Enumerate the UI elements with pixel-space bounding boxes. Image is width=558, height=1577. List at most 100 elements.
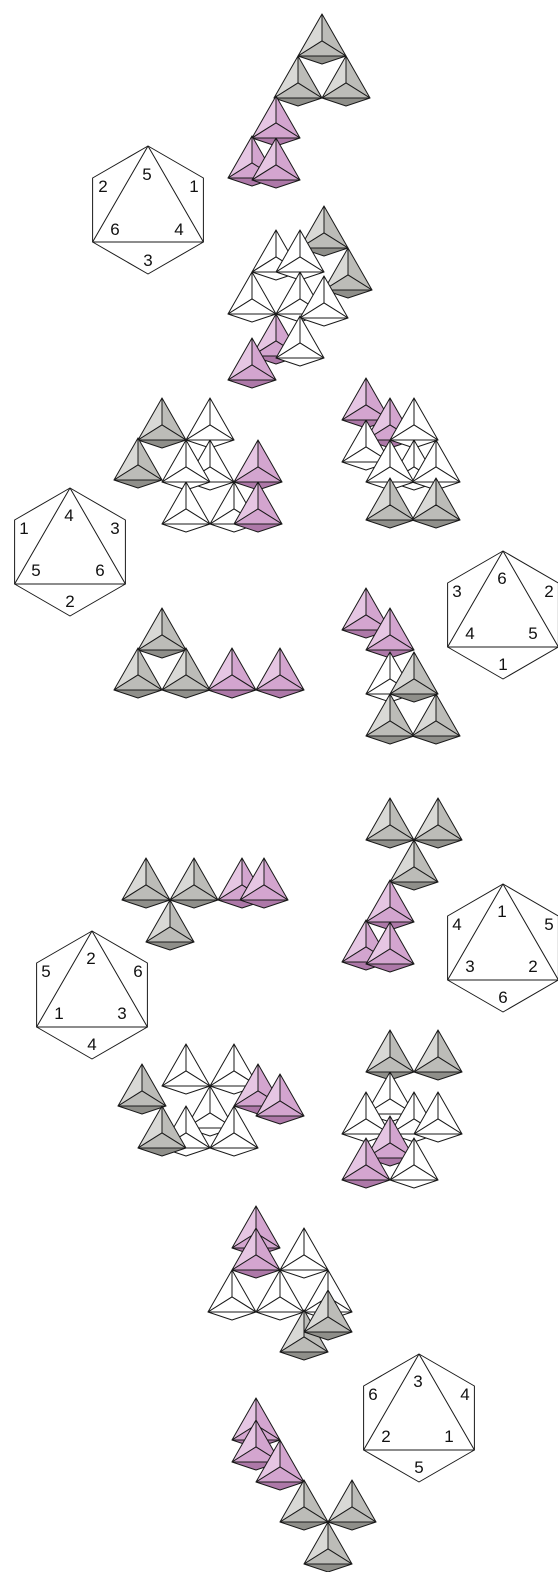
piece-f-assembled-tet-2-skirt [232, 1270, 280, 1278]
piece-e-left-assembled-tet-1 [118, 1064, 166, 1114]
key-hexagon-2: 4 3 6 2 5 1 [15, 488, 126, 616]
piece-a-top-tet-2 [274, 56, 322, 106]
piece-e-left-assembled-tet-2-skirt [162, 1086, 210, 1094]
key-5-label-lower-left: 1 [54, 1004, 63, 1023]
key-3-label-upper-right: 2 [544, 582, 553, 601]
piece-a-assembled-tet-7-skirt [300, 318, 348, 326]
piece-e-left-assembled [118, 1044, 304, 1156]
piece-f-assembled-tet-8 [304, 1290, 352, 1340]
piece-c-left-tet-4-skirt [208, 690, 256, 698]
key-hexagon-5: 2 6 3 4 1 5 [37, 931, 148, 1059]
piece-d-left-tet-3 [146, 900, 194, 950]
piece-e-left-assembled-tet-5-skirt [256, 1116, 304, 1124]
piece-f-bottom-tet-5 [328, 1480, 376, 1530]
piece-b-left-assembled-tet-1 [138, 398, 186, 448]
piece-a-top-tet-3-skirt [322, 98, 370, 106]
piece-d-left [122, 858, 288, 950]
piece-b-left-assembled-tet-8-skirt [162, 524, 210, 532]
piece-e-right-assembled-tet-9-skirt [390, 1180, 438, 1188]
key-hexagon-6: 3 4 1 5 2 6 [364, 1354, 475, 1482]
piece-a-assembled-tet-5-skirt [228, 314, 276, 322]
piece-d-right-top-tet-1-skirt [366, 840, 414, 848]
piece-c-left-tet-4 [208, 648, 256, 698]
key-3-label-top: 6 [497, 569, 506, 588]
piece-d-left-tet-1-skirt [122, 900, 170, 908]
piece-b-left-assembled-tet-1-skirt [138, 440, 186, 448]
piece-a-assembled [228, 206, 372, 388]
key-2-label-lower-right: 6 [95, 561, 104, 580]
piece-f-assembled-tet-7-skirt [280, 1352, 328, 1360]
piece-e-right-assembled-tet-2 [414, 1030, 462, 1080]
key-6-label-lower-right: 1 [444, 1427, 453, 1446]
key-4-label-bottom: 6 [498, 988, 507, 1007]
piece-f-bottom-tet-3-skirt [256, 1482, 304, 1490]
key-5-label-top: 2 [86, 949, 95, 968]
key-1-label-upper-left: 2 [98, 177, 107, 196]
piece-e-right-assembled-tet-8-skirt [342, 1180, 390, 1188]
piece-a-top [228, 14, 370, 188]
piece-b-left-assembled-tet-2-skirt [114, 480, 162, 488]
piece-f-bottom-tet-5-skirt [328, 1522, 376, 1530]
key-2-label-top: 4 [64, 506, 73, 525]
key-hexagon-3: 6 2 5 1 4 3 [448, 551, 558, 679]
piece-f-bottom [232, 1398, 376, 1572]
piece-d-left-tet-2-skirt [170, 900, 218, 908]
piece-d-right-top-tet-2 [414, 798, 462, 848]
key-5-label-lower-right: 3 [117, 1004, 126, 1023]
piece-a-top-tet-1 [298, 14, 346, 64]
piece-d-right-top-tet-3-skirt [390, 882, 438, 890]
piece-c-left-tet-5 [256, 648, 304, 698]
piece-f-assembled-tet-3 [280, 1228, 328, 1278]
piece-e-right-assembled-tet-2-skirt [414, 1072, 462, 1080]
piece-f-assembled-tet-5 [256, 1270, 304, 1320]
piece-f-assembled-tet-5-skirt [256, 1312, 304, 1320]
piece-d-left-tet-1 [122, 858, 170, 908]
piece-f-bottom-tet-6-skirt [304, 1564, 352, 1572]
key-6-label-top: 3 [413, 1372, 422, 1391]
piece-a-top-tet-1-skirt [298, 56, 346, 64]
key-1-label-lower-left: 6 [110, 220, 119, 239]
piece-c-left-tet-3-skirt [162, 690, 210, 698]
piece-b-right-assembled [342, 378, 460, 528]
piece-d-right-top-tet-3 [390, 840, 438, 890]
key-3-label-lower-right: 5 [528, 624, 537, 643]
piece-d-right-top [342, 798, 462, 972]
key-5-label-upper-right: 6 [133, 962, 142, 981]
key-6-label-upper-right: 4 [460, 1385, 469, 1404]
key-4-label-upper-right: 5 [544, 915, 553, 934]
key-4-label-lower-right: 2 [528, 957, 537, 976]
piece-b-left-assembled [114, 398, 282, 532]
piece-d-left-tet-3-skirt [146, 942, 194, 950]
key-2-label-lower-left: 5 [31, 561, 40, 580]
piece-c-right-tet-5 [366, 694, 414, 744]
piece-e-left-assembled-tet-2 [162, 1044, 210, 1094]
piece-d-right-top-tet-2-skirt [414, 840, 462, 848]
piece-f-assembled [208, 1206, 352, 1360]
key-2-label-bottom: 2 [65, 592, 74, 611]
piece-c-right-tet-6-skirt [412, 736, 460, 744]
piece-e-right-assembled [342, 1030, 462, 1188]
key-1-label-bottom: 3 [143, 251, 152, 270]
piece-b-right-assembled-tet-8-skirt [366, 520, 414, 528]
key-4-label-upper-left: 4 [452, 915, 461, 934]
piece-c-right-tet-6 [412, 694, 460, 744]
piece-f-assembled-tet-4-skirt [208, 1312, 256, 1320]
piece-c-right [342, 588, 460, 744]
piece-e-left-assembled-tet-8-skirt [210, 1148, 258, 1156]
piece-a-assembled-tet-9-skirt [228, 380, 276, 388]
piece-f-assembled-tet-4 [208, 1270, 256, 1320]
key-hexagon-4: 1 5 2 6 3 4 [448, 884, 558, 1012]
key-2-label-upper-left: 1 [19, 519, 28, 538]
piece-c-left-tet-5-skirt [256, 690, 304, 698]
piece-d-left-tet-2 [170, 858, 218, 908]
piece-d-right-top-tet-1 [366, 798, 414, 848]
key-hexagon-1: 5 1 4 3 6 2 [93, 146, 204, 274]
piece-a-top-tet-3 [322, 56, 370, 106]
piece-c-right-tet-5-skirt [366, 736, 414, 744]
key-1-label-lower-right: 4 [174, 220, 183, 239]
key-6-label-bottom: 5 [414, 1458, 423, 1477]
key-5-label-bottom: 4 [87, 1035, 96, 1054]
key-1-label-upper-right: 1 [189, 177, 198, 196]
key-4-label-lower-left: 3 [465, 957, 474, 976]
